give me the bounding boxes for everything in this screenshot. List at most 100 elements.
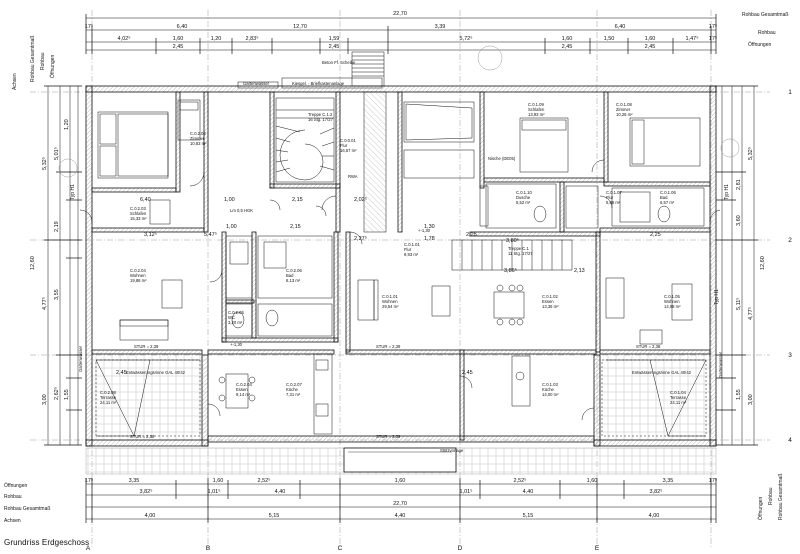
dim-bottom-r1: 1,60 <box>213 478 224 484</box>
dim-bottom-r2: 4,40 <box>523 489 534 495</box>
room-number: C.0.1.02 <box>542 294 559 299</box>
room-number: C.0.1.08 <box>616 102 633 107</box>
room-label: Schlafen <box>130 211 147 216</box>
dim-left: 12,60 <box>30 256 36 270</box>
note-schuerz: Stützvorlage <box>440 448 464 453</box>
room-number: C.0.2.07 <box>286 382 303 387</box>
inner-dim: 6,40 <box>140 197 151 203</box>
note-rwa: RWA <box>348 174 358 179</box>
room-label: Flur <box>404 247 412 252</box>
room-area: 13,36 m² <box>542 304 559 309</box>
axis-number: 1 <box>788 89 792 96</box>
dim-top-r1: 17⁵ <box>709 23 717 30</box>
room-number: C.0.2.04 <box>130 268 147 273</box>
dim-top-r2: 1,50 <box>604 36 615 42</box>
room-area: 3,20 m² <box>228 320 243 325</box>
inner-dim: 2,15 <box>292 197 303 203</box>
dim-right: 1,55 <box>736 389 742 400</box>
dim-top-r2: 17⁵ <box>709 35 717 42</box>
terrace-paving <box>85 355 717 475</box>
dim-left: 5,01⁵ <box>53 147 60 160</box>
dim-bottom-r2: 4,40 <box>275 489 286 495</box>
note-level-a: +-1,30 <box>230 342 243 347</box>
dim-top-r2: 1,47⁵ <box>686 35 699 42</box>
dim-left: 3,55 <box>54 289 60 300</box>
room-area: 24,11 m² <box>670 400 687 405</box>
label-oeffnungen-top: Öffnungen <box>748 41 771 48</box>
dim-bottom-side: 17⁵ <box>709 477 717 484</box>
dim-bottom-r1: 3,35 <box>663 478 674 484</box>
label-rohbau-gesamt-top: Rohbau Gesamtmaß <box>742 12 788 18</box>
bottom-dimension-chains <box>85 478 717 523</box>
room-area: 10,83 m² <box>190 141 207 146</box>
axis-letter: C <box>338 545 343 552</box>
dim-axis-bottom: 4,40 <box>395 513 406 519</box>
dim-left: 2,62⁵ <box>53 387 60 400</box>
dim-bottom-r1: 3,35 <box>129 478 140 484</box>
dim-total-top: 22,70 <box>393 11 407 17</box>
room-label: Bad <box>660 195 668 200</box>
room-number: C.0.2.02 <box>190 131 207 136</box>
bottom-dimension-labels: Öffnungen Rohbau Rohbau Gesamtmaß Achsen… <box>4 474 784 524</box>
room-number: C.0.2.05 <box>228 310 245 315</box>
stair-steps: 16 Stg. 17/27 <box>308 117 334 122</box>
room-number: C.0.2.03 <box>130 206 147 211</box>
inner-dim: 2,15 <box>290 224 301 230</box>
label-rohbau-bottom: Rohbau <box>4 494 22 500</box>
dim-left: 3,00 <box>42 394 48 405</box>
room-area: 10,26 m² <box>616 112 633 117</box>
inner-dim: 2,25 <box>650 232 661 238</box>
dim-top-r2: 1,20 <box>211 36 222 42</box>
label-typ-h1: Typ H1 <box>724 184 730 200</box>
label-rohbau-left: Rohbau <box>40 52 46 70</box>
interior-walls <box>91 91 711 441</box>
dim-top-r2: 5,72⁵ <box>460 35 473 42</box>
left-dimension-chains <box>44 85 82 446</box>
dim-top-r2: 1,60 <box>645 36 656 42</box>
inner-dimensions: 6,40 2,15 1,00 2,02⁵ 1,30 1,00 3,12⁵ 5,4… <box>116 196 661 376</box>
dim-top-r1: 6,40 <box>615 24 626 30</box>
dim-bottom-r1: 2,52⁵ <box>258 477 271 484</box>
axis-letters: A B C D E 1 2 3 4 <box>86 89 792 552</box>
inner-dim: 1,00 <box>226 224 237 230</box>
inner-dim: 3,86⁵ <box>504 267 517 274</box>
room-area: 14,00 m² <box>542 392 559 397</box>
note-entrance: Kiesgel. - Briefkastenanlage <box>292 81 345 86</box>
note-nische: Nische (DE05) <box>488 156 516 161</box>
inner-dim: 2,13 <box>574 268 585 274</box>
inner-dim: 5,47⁵ <box>204 231 217 238</box>
inner-dim: 3,80⁵ <box>506 237 519 244</box>
dim-bottom-r2: 3,82⁵ <box>650 488 663 495</box>
room-number: C.0.1.07 <box>606 190 623 195</box>
dim-top-r3: 2,45 <box>173 44 184 50</box>
dim-top-r2: 1,60 <box>173 36 184 42</box>
dim-bottom-r1: 1,60 <box>395 478 406 484</box>
inner-dim: 2,02⁵ <box>354 196 367 203</box>
room-label: Terrasse <box>670 395 687 400</box>
dim-bottom-r2: 3,82⁵ <box>140 488 153 495</box>
inner-dim: 1,78 <box>424 236 435 242</box>
terrace-left-diag <box>95 359 201 437</box>
axis-letter: A <box>86 545 91 552</box>
axis-number: 2 <box>788 237 792 244</box>
dim-top-r2: 4,02⁵ <box>118 35 131 42</box>
label-achsen-left: Achsen <box>12 73 18 90</box>
label-rohbau-top: Rohbau <box>758 30 776 36</box>
room-label: Essen <box>236 387 248 392</box>
label-oeffnungen-left: Öffnungen <box>49 55 56 78</box>
room-number: C.0.1.01 <box>382 294 399 299</box>
room-area: 15,33 m² <box>130 216 147 221</box>
note-garten-top: Gartenwasser <box>243 81 270 86</box>
label-rohbau-gesamt-left: Rohbau Gesamtmaß <box>30 36 36 82</box>
room-label: Essen <box>542 299 554 304</box>
inner-dim: 1,30 <box>424 224 435 230</box>
label-typ-h1-left: Typ H1 <box>70 184 76 200</box>
dim-top-r3: 2,45 <box>329 44 340 50</box>
door-swings <box>79 159 721 421</box>
room-number: C.0.1.01 <box>404 242 421 247</box>
room-area: 5,52 m² <box>516 200 531 205</box>
staircase-center-strip <box>363 91 475 233</box>
dim-total-bottom: 22,70 <box>393 501 407 507</box>
room-area: 9,93 m² <box>404 252 419 257</box>
room-area: 9,14 m² <box>236 392 251 397</box>
